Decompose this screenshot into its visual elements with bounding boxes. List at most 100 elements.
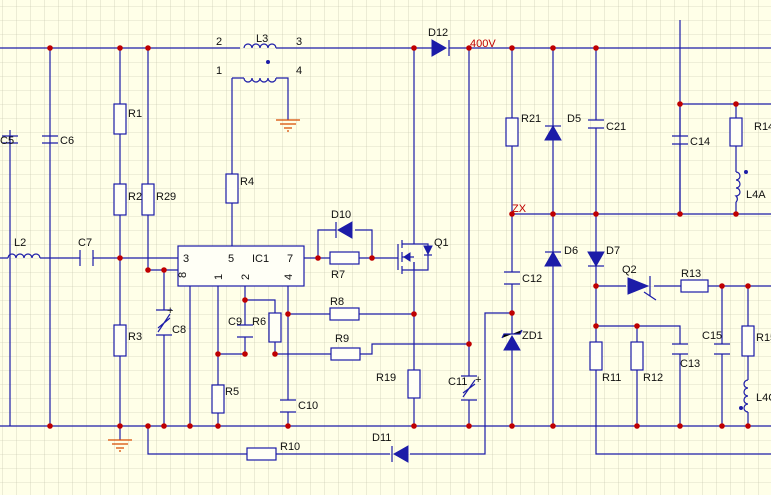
label-r21: R21 — [521, 113, 541, 125]
component-labels: C5 C6 L2 C7 R1 R2 R29 R3 C8 L3 R4 D10 R7… — [0, 27, 771, 453]
capacitor-c9 — [237, 324, 253, 338]
label-q2: Q2 — [622, 264, 637, 276]
label-c5: C5 — [0, 135, 14, 147]
capacitor-c12 — [504, 271, 520, 285]
junctions — [47, 45, 751, 429]
label-r10: R10 — [280, 441, 300, 453]
l3-pin2: 2 — [216, 36, 222, 48]
ground-symbol-l3 — [276, 119, 300, 132]
resistor-r21 — [505, 117, 519, 147]
inductor-l2 — [7, 253, 41, 259]
label-r14: R14 — [754, 121, 771, 133]
label-q1: Q1 — [434, 237, 449, 249]
label-l3: L3 — [256, 33, 268, 45]
label-l2: L2 — [14, 237, 26, 249]
resistor-r19 — [407, 369, 421, 399]
diode-d7 — [587, 251, 605, 268]
capacitor-c6 — [42, 135, 58, 144]
capacitor-c13 — [672, 343, 688, 355]
capacitor-c11 — [461, 375, 477, 401]
label-r29: R29 — [156, 191, 176, 203]
resistor-r4 — [225, 173, 239, 204]
capacitor-c8 — [156, 309, 172, 336]
label-r1: R1 — [128, 108, 142, 120]
polarity-c8: + — [167, 305, 173, 317]
ic1-pin3: 3 — [183, 253, 189, 265]
label-r3: R3 — [128, 331, 142, 343]
diode-d5 — [544, 124, 562, 141]
capacitor-c7 — [79, 250, 94, 266]
resistor-r6 — [268, 312, 282, 343]
diode-d11 — [391, 445, 409, 463]
resistor-r15 — [741, 325, 755, 357]
label-c11: C11 — [448, 376, 467, 388]
resistor-r3 — [113, 324, 127, 357]
resistor-r10 — [246, 447, 277, 461]
inductor-l4c — [739, 379, 749, 413]
label-r13: R13 — [681, 268, 701, 280]
label-r7: R7 — [331, 269, 345, 281]
label-r15: R15 — [756, 332, 771, 344]
label-r6: R6 — [252, 316, 266, 328]
resistor-r8 — [329, 307, 360, 321]
label-r2: R2 — [128, 191, 142, 203]
label-d6: D6 — [564, 245, 578, 257]
resistor-r2 — [113, 183, 127, 216]
label-r8: R8 — [330, 296, 344, 308]
label-d12: D12 — [428, 27, 448, 39]
capacitor-c10 — [280, 399, 296, 413]
label-r12: R12 — [643, 372, 663, 384]
label-r11: R11 — [602, 372, 621, 384]
polarity-c11: + — [475, 374, 481, 386]
resistor-r1 — [113, 103, 127, 135]
label-c21: C21 — [606, 121, 626, 133]
l3-pin4: 4 — [296, 65, 302, 77]
l3-pin3: 3 — [296, 36, 302, 48]
label-c7: C7 — [78, 237, 92, 249]
resistor-r9 — [330, 347, 361, 361]
ground-symbol-main — [108, 439, 132, 452]
ic1-pin8: 8 — [177, 272, 189, 278]
label-d7: D7 — [606, 245, 620, 257]
ic1-body — [177, 245, 305, 287]
resistor-r7 — [329, 251, 360, 265]
label-r9: R9 — [335, 333, 349, 345]
capacitor-c21 — [588, 119, 604, 129]
diode-d6 — [544, 250, 562, 267]
resistor-r14 — [729, 117, 743, 147]
resistor-r29 — [141, 183, 155, 216]
resistor-r5 — [211, 384, 225, 414]
resistor-r12 — [630, 341, 644, 371]
ic1-pin1: 1 — [213, 274, 225, 280]
inductor-l3 — [243, 43, 285, 83]
label-r19: R19 — [376, 372, 396, 384]
ic1-pin7: 7 — [287, 253, 293, 265]
inductor-l4a — [734, 170, 748, 203]
label-l4c: L4C — [756, 392, 771, 404]
resistor-r13 — [680, 279, 709, 293]
net-zx: ZX — [512, 203, 527, 215]
net-400v: 400V — [470, 38, 496, 50]
label-c15: C15 — [702, 330, 722, 342]
diode-d10 — [335, 221, 353, 239]
ic1-pin2: 2 — [240, 274, 252, 280]
label-d11: D11 — [372, 432, 391, 444]
label-c9: C9 — [228, 316, 242, 328]
capacitor-c5 — [2, 135, 18, 144]
diode-d12 — [431, 39, 450, 57]
label-c14: C14 — [690, 136, 710, 148]
label-zd1: ZD1 — [522, 330, 543, 342]
capacitor-c14 — [672, 135, 688, 145]
ic1-pin4: 4 — [283, 274, 295, 280]
label-c6: C6 — [60, 135, 74, 147]
label-c8: C8 — [172, 324, 186, 336]
transistor-q2 — [627, 276, 657, 301]
l3-pin1: 1 — [216, 65, 222, 77]
label-l4a: L4A — [746, 189, 766, 201]
label-c12: C12 — [522, 273, 542, 285]
zener-zd1 — [501, 329, 523, 351]
label-r4: R4 — [240, 176, 254, 188]
label-d5: D5 — [567, 113, 581, 125]
